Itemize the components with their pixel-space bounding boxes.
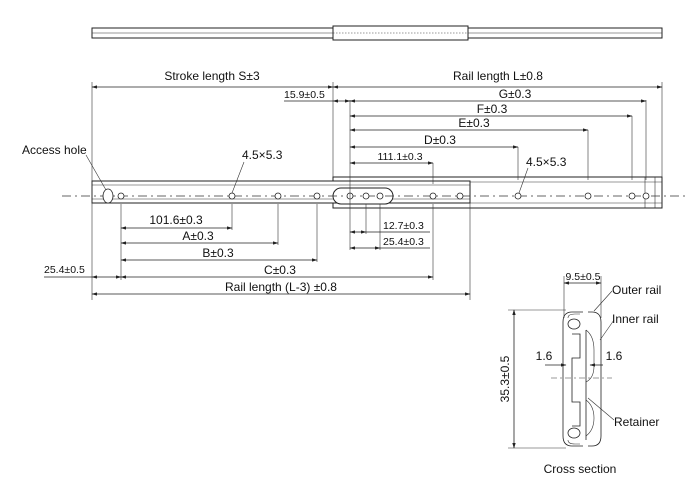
stroke-length-label: Stroke length S±3 — [164, 69, 260, 83]
inner-hole-5 — [429, 192, 437, 200]
cs-outer-rail-inner-edge — [567, 313, 580, 445]
outer-rail-leader — [593, 290, 613, 312]
inner-hole-1 — [117, 192, 125, 200]
side-view — [62, 176, 688, 209]
inner-hole-6 — [456, 192, 464, 200]
cs-ball-top — [567, 318, 581, 330]
top-view — [91, 25, 663, 41]
dim-12-7-label: 12.7±0.3 — [383, 220, 424, 232]
outer-hole-7 — [642, 192, 650, 200]
access-hole-label: Access hole — [22, 143, 87, 157]
retainer-label: Retainer — [614, 415, 659, 429]
rail-length-label: Rail length L±0.8 — [453, 69, 543, 83]
a-label: A±0.3 — [182, 229, 214, 243]
inner-hole-4 — [313, 192, 321, 200]
c-label: C±0.3 — [264, 263, 296, 277]
upper-dimensions: Stroke length S±3 Rail length L±0.8 15.9… — [22, 69, 663, 300]
outer-hole-3 — [376, 192, 384, 200]
cs-outer-rail-left — [562, 311, 583, 447]
dim-15-9-label: 15.9±0.5 — [284, 89, 325, 101]
dim-111-1-label: 111.1±0.3 — [377, 151, 422, 163]
outer-hole-4 — [514, 192, 522, 200]
cs-gap-left-label: 1.6 — [536, 349, 553, 363]
cs-gap-right-label: 1.6 — [606, 349, 623, 363]
inner-hole-2 — [228, 192, 236, 200]
cross-section-title: Cross section — [544, 462, 617, 476]
outer-hole-6 — [628, 192, 636, 200]
rail-length-bottom-label: Rail length (L-3) ±0.8 — [225, 280, 337, 294]
inner-rail-label: Inner rail — [612, 312, 659, 326]
access-hole-leader — [85, 154, 107, 191]
f-label: F±0.3 — [477, 102, 508, 116]
g-label: G±0.3 — [499, 87, 532, 101]
cs-outer-rail-right — [588, 311, 602, 447]
cross-section: 9.5±0.5 35.3±0.5 1.6 1.6 Outer rail Inne… — [498, 271, 661, 476]
cs-height-label: 35.3±0.5 — [498, 355, 512, 402]
outer-hole-2 — [362, 192, 370, 200]
e-label: E±0.3 — [458, 116, 490, 130]
inner-rail-body — [91, 180, 471, 204]
cs-retainer-upper — [585, 329, 595, 383]
dim-25-4-mid-label: 25.4±0.3 — [383, 236, 424, 248]
inner-rail-leader — [599, 319, 615, 341]
hole-size-left: 4.5×5.3 — [242, 148, 283, 162]
hole-leader-right — [518, 167, 529, 194]
lower-dimensions: 101.6±0.3 A±0.3 B±0.3 C±0.3 25.4±0.5 Rai… — [44, 203, 471, 300]
cs-ball-bottom — [567, 427, 581, 439]
retainer-leader — [587, 397, 615, 421]
access-hole — [102, 188, 114, 204]
hole-size-right: 4.5×5.3 — [526, 155, 567, 169]
inner-hole-3 — [274, 192, 282, 200]
dim-25-4-left-label: 25.4±0.5 — [44, 264, 85, 276]
cs-retainer-lower — [585, 399, 595, 437]
cs-width-label: 9.5±0.5 — [566, 271, 601, 283]
d-label: D±0.3 — [424, 133, 456, 147]
b-label: B±0.3 — [202, 246, 234, 260]
hole-leader-left — [231, 161, 245, 194]
outer-hole-5 — [584, 192, 592, 200]
dim-101-6-label: 101.6±0.3 — [149, 213, 203, 227]
cs-inner-rail — [571, 333, 581, 427]
outer-rail-label: Outer rail — [612, 283, 661, 297]
